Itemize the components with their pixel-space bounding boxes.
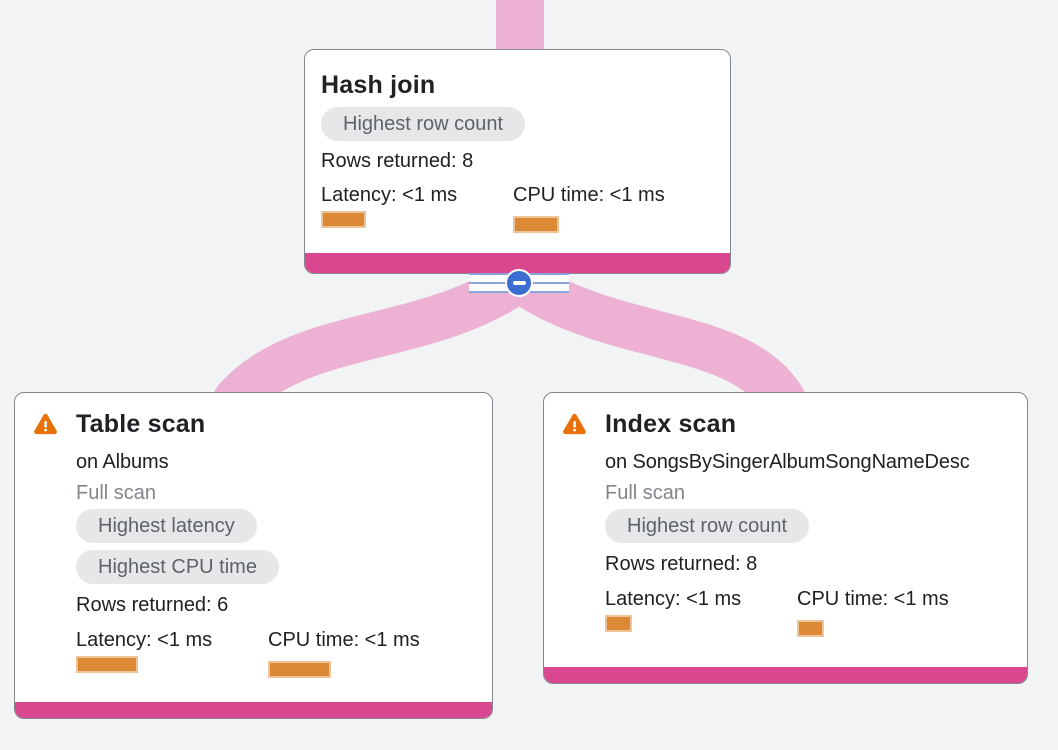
cpu-label: CPU time: <1 ms: [513, 184, 665, 206]
latency-bar: [76, 656, 138, 673]
badge-highest-latency: Highest latency: [76, 509, 257, 543]
node-accent-bar: [305, 253, 730, 273]
warning-icon: [34, 413, 57, 434]
latency-metric: Latency: <1 ms: [76, 628, 268, 678]
node-title: Table scan: [76, 410, 206, 438]
node-title: Index scan: [605, 410, 737, 438]
node-card-hash-join[interactable]: Hash join Highest row count Rows returne…: [304, 49, 731, 274]
rows-returned-text: Rows returned: 8: [605, 553, 758, 575]
cpu-bar: [797, 620, 824, 637]
latency-label: Latency: <1 ms: [605, 588, 742, 610]
collapse-circle: [505, 269, 533, 297]
cpu-bar: [268, 661, 331, 678]
scan-target-text: on SongsBySingerAlbumSongNameDesc: [605, 451, 970, 473]
metrics-row: Latency: <1 ms CPU time: <1 ms: [321, 183, 730, 233]
rows-returned-text: Rows returned: 6: [76, 594, 229, 616]
node-title-row: Index scan: [561, 409, 1027, 439]
badge-list: Highest row count: [605, 509, 1027, 543]
badge-highest-row-count: Highest row count: [321, 107, 526, 141]
scan-mode-text: Full scan: [76, 482, 157, 504]
latency-label: Latency: <1 ms: [321, 184, 458, 206]
cpu-metric: CPU time: <1 ms: [513, 183, 705, 233]
collapse-children-button[interactable]: [469, 269, 569, 297]
metrics-row: Latency: <1 ms CPU time: <1 ms: [76, 628, 492, 678]
latency-label: Latency: <1 ms: [76, 629, 213, 651]
node-card-index-scan[interactable]: Index scan on SongsBySingerAlbumSongName…: [543, 392, 1028, 684]
node-accent-bar: [15, 702, 492, 718]
warning-icon: [563, 413, 586, 434]
latency-metric: Latency: <1 ms: [605, 587, 797, 637]
latency-bar: [321, 211, 366, 228]
cpu-metric: CPU time: <1 ms: [268, 628, 460, 678]
cpu-bar: [513, 216, 559, 233]
badge-list: Highest row count: [321, 107, 730, 141]
node-title: Hash join: [321, 71, 436, 99]
metrics-row: Latency: <1 ms CPU time: <1 ms: [605, 587, 1027, 637]
latency-metric: Latency: <1 ms: [321, 183, 513, 233]
badge-highest-row-count: Highest row count: [605, 509, 810, 543]
badge-list: Highest latency Highest CPU time: [76, 509, 492, 584]
rows-returned-text: Rows returned: 8: [321, 150, 474, 172]
node-card-table-scan[interactable]: Table scan on Albums Full scan Highest l…: [14, 392, 493, 719]
cpu-label: CPU time: <1 ms: [268, 629, 420, 651]
scan-target-text: on Albums: [76, 451, 169, 473]
cpu-metric: CPU time: <1 ms: [797, 587, 989, 637]
node-title-row: Table scan: [32, 409, 492, 439]
edge-hash-join-to-table-scan: [213, 256, 542, 423]
cpu-label: CPU time: <1 ms: [797, 588, 949, 610]
node-accent-bar: [544, 667, 1027, 683]
badge-highest-cpu-time: Highest CPU time: [76, 550, 279, 584]
latency-bar: [605, 615, 632, 632]
edge-hash-join-to-index-scan: [496, 256, 806, 423]
scan-mode-text: Full scan: [605, 482, 686, 504]
minus-icon: [512, 281, 526, 285]
